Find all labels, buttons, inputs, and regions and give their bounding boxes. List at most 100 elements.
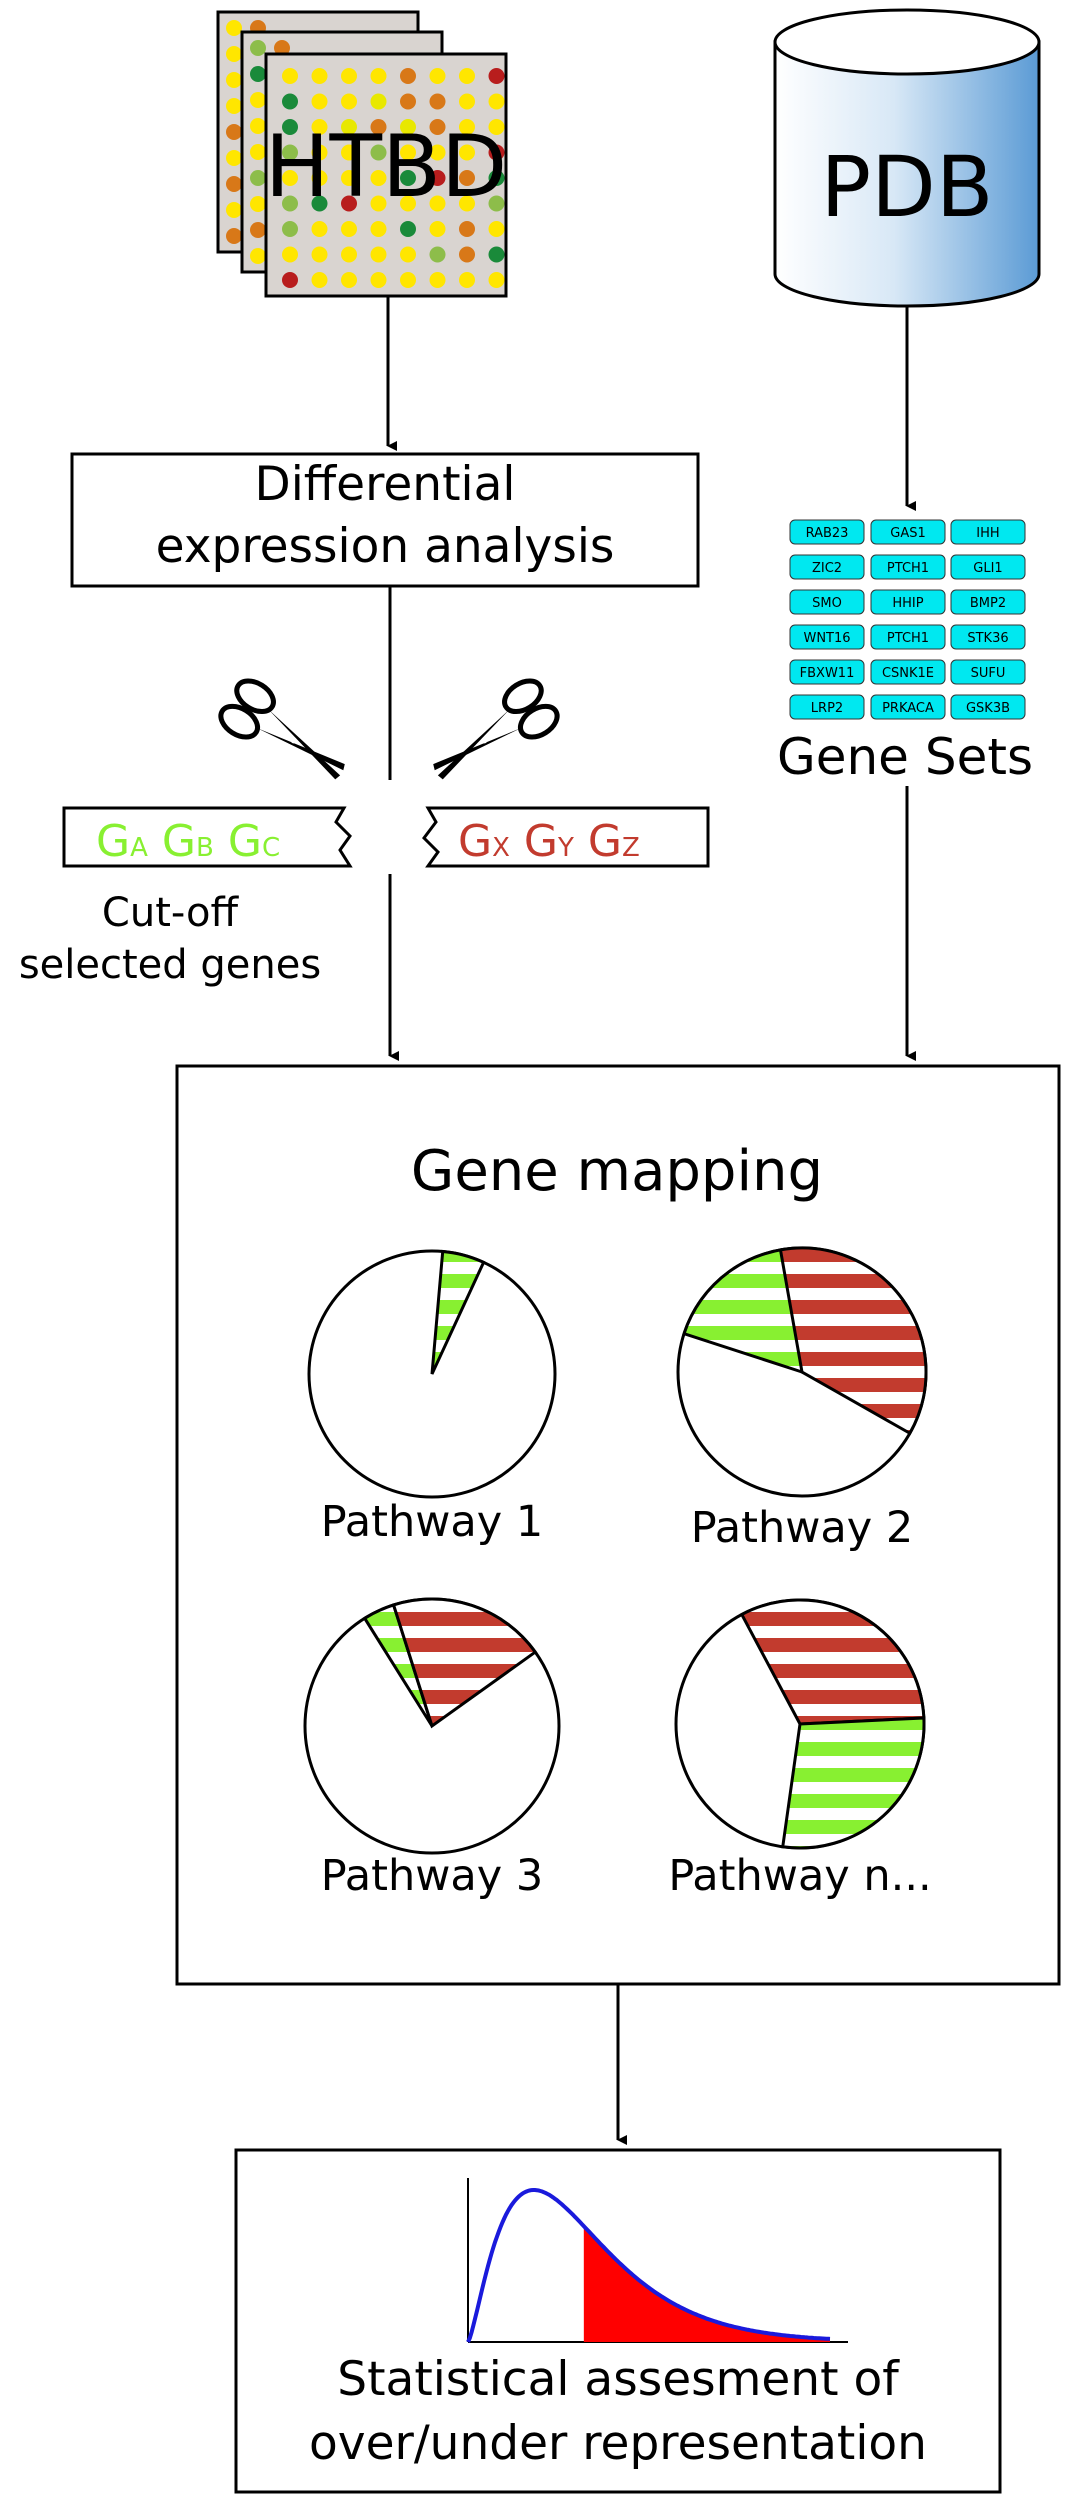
gene-chip-label: FBXW11	[800, 666, 855, 681]
plate-well	[250, 248, 266, 264]
pathway-label: Pathway 2	[691, 1503, 913, 1553]
analysis-line1: Differential	[255, 457, 516, 512]
pdb-label: PDB	[821, 138, 994, 236]
plate-well	[282, 170, 298, 186]
plate-well	[400, 272, 416, 288]
plate-well	[250, 92, 266, 108]
differential-expression-box: Differential expression analysis	[70, 452, 700, 588]
gene-chip: STK36	[950, 624, 1026, 650]
plate-well	[341, 246, 357, 263]
gene-chip-label: GSK3B	[966, 701, 1010, 716]
plate-well	[370, 93, 387, 110]
plate-well	[429, 119, 446, 135]
gene-chip-label: BMP2	[970, 596, 1006, 611]
htbd-label: HTBD	[265, 117, 507, 217]
gene-chip-label: GLI1	[973, 561, 1002, 576]
plate-well	[311, 195, 328, 212]
plate-well	[459, 221, 475, 237]
pie-slice-red	[778, 1246, 928, 1436]
plate-well	[488, 272, 505, 288]
gene-chip-label: RAB23	[806, 526, 849, 541]
plate-well	[282, 119, 298, 135]
plate-well	[341, 272, 357, 288]
plate-well	[341, 93, 357, 110]
plate-well	[459, 272, 475, 288]
plate-well	[311, 170, 328, 186]
plate-well	[311, 246, 328, 263]
plate-well	[370, 246, 387, 263]
plate-well	[488, 144, 505, 161]
plate-well	[341, 170, 357, 186]
plate-well	[429, 272, 446, 288]
plate-well	[488, 195, 505, 212]
gene-chip: GSK3B	[950, 694, 1026, 720]
plate-well	[282, 144, 298, 161]
plate-well	[250, 222, 266, 238]
pie-slice-green	[781, 1716, 926, 1850]
scissors-left-icon	[218, 678, 345, 780]
plate-well	[370, 272, 387, 288]
plate-well	[282, 272, 298, 288]
plate-well	[341, 221, 357, 237]
pie-slice-red	[739, 1598, 926, 1726]
plate-well	[459, 144, 475, 161]
plate-well	[250, 144, 266, 160]
plate-well	[370, 144, 387, 161]
plate-well	[226, 124, 242, 140]
gene-mapping-box	[175, 1064, 1061, 1986]
gene-chip-label: ZIC2	[812, 561, 842, 576]
plate-well	[429, 68, 446, 84]
plate-well	[400, 93, 416, 110]
plate-well	[488, 221, 505, 237]
plate-well	[429, 221, 446, 237]
plate-well	[429, 170, 446, 186]
gene-chip-label: LRP2	[811, 701, 843, 716]
plate-well	[226, 202, 242, 218]
gene-chip: IHH	[950, 519, 1026, 545]
plate-well	[282, 246, 298, 263]
gene-chip: BMP2	[950, 589, 1026, 615]
cutoff-caption-line1: Cut-off	[102, 890, 240, 936]
plate-well	[311, 144, 328, 161]
plate-well	[370, 170, 387, 186]
plate-well	[282, 68, 298, 84]
plate-well	[370, 195, 387, 212]
plate-well	[226, 228, 242, 244]
plate-well	[429, 246, 446, 263]
plate-well	[341, 195, 357, 212]
stats-line2: over/under representation	[309, 2416, 927, 2471]
plate-well	[226, 98, 242, 114]
gene-chip-label: SUFU	[971, 666, 1006, 681]
gene-chip-label: PRKACA	[882, 701, 934, 716]
plate-well	[370, 68, 387, 84]
analysis-line2: expression analysis	[156, 519, 615, 574]
plate-well	[459, 68, 475, 84]
plate-well	[400, 246, 416, 263]
plate-well	[250, 196, 266, 212]
plate-well	[488, 170, 505, 186]
gene-chip: HHIP	[870, 589, 946, 615]
distribution-curve	[466, 2188, 831, 2343]
plate-well	[400, 144, 416, 161]
plate-well	[429, 93, 446, 110]
gene-chip: WNT16	[789, 624, 865, 650]
gene-chip-label: SMO	[812, 596, 842, 611]
plate-well	[400, 170, 416, 186]
plate-well	[429, 144, 446, 161]
gene-chip-label: WNT16	[803, 631, 850, 646]
plate-well	[311, 272, 328, 288]
plate-well	[459, 195, 475, 212]
gene-chip-label: HHIP	[892, 596, 923, 611]
plate-well	[250, 40, 266, 56]
plate-well	[311, 221, 328, 237]
plate-well	[341, 68, 357, 84]
gene-chip: RAB23	[789, 519, 865, 545]
gene-chip-label: PTCH1	[887, 631, 929, 646]
statistical-assessment-box: Statistical assesment of over/under repr…	[234, 2148, 1002, 2494]
plate-well	[370, 119, 387, 135]
